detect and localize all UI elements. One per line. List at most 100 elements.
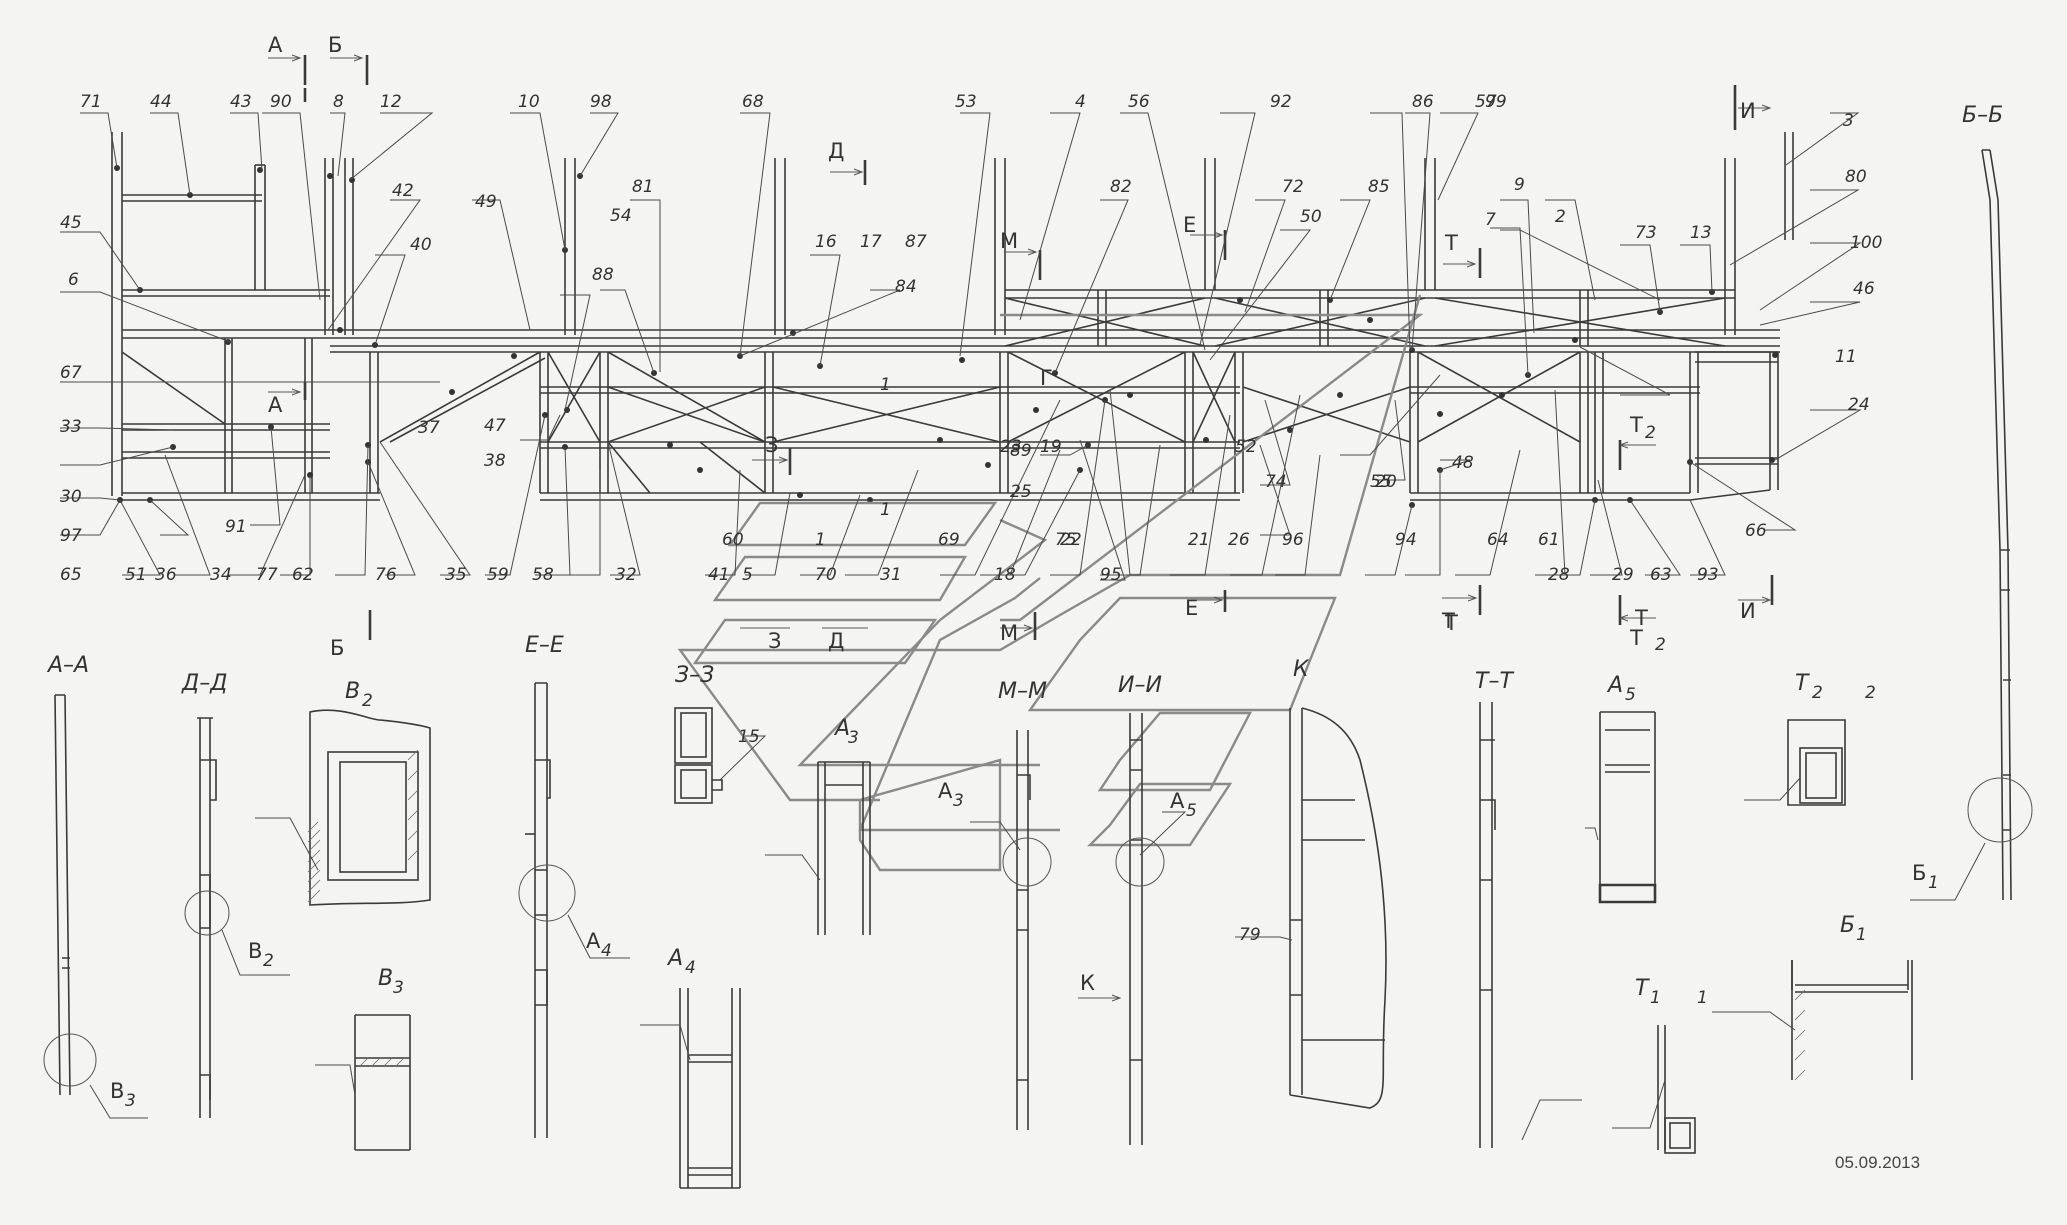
callout-90: 90 [270,92,292,112]
callout-42: 42 [392,181,414,201]
view-title-subscript: 1 [1650,988,1661,1008]
view-title-subscript: 5 [1625,685,1636,705]
callout-99: 99 [1485,92,1507,112]
callout-37: 37 [418,418,440,438]
callout-97: 97 [60,526,82,546]
callout-67: 67 [60,363,82,383]
callout-21: 21 [1188,530,1210,550]
view-title: А [1606,673,1623,698]
section-marker: Т [1634,606,1648,630]
view-title-subscript: 4 [685,958,696,978]
callout-9: 9 [1514,175,1525,195]
section-cut-lines [303,55,1774,640]
callout-18: 18 [994,565,1016,585]
drawing-date: 05.09.2013 [1835,1153,1920,1172]
view-title: Т–Т [1475,669,1514,694]
callout-16: 16 [815,232,837,252]
section-marker: З [765,433,778,457]
callout-57: 57 [1475,92,1497,112]
callout-leaders [60,112,1862,581]
callout-89: 89 [1010,441,1032,461]
callout-82: 82 [1110,177,1132,197]
view-title: А [833,716,850,741]
callout-54: 54 [610,206,632,226]
callout-23: 23 [1000,437,1022,457]
callout-68: 68 [742,92,764,112]
section-marker: Е [1185,596,1198,620]
callout-20: 20 [1375,472,1397,492]
detail-callout-label: Б [1912,861,1926,885]
section-marker-subscript: 1 [880,500,891,520]
callout-83: 83 [0,0,22,5]
callout-56: 56 [1128,92,1150,112]
section-marker: Т [1444,611,1458,635]
callout-12: 12 [380,92,402,112]
view-title-subscript: 2 [362,691,373,711]
callout-69: 69 [938,530,960,550]
callout-50: 50 [1300,207,1322,227]
callout-94: 94 [1395,530,1417,550]
callout-61: 61 [1538,530,1560,550]
callout-79: 79 [1239,925,1261,945]
callout-96: 96 [1282,530,1304,550]
view-M-M [1002,730,1052,1130]
callout-52: 52 [1235,437,1257,457]
detail-callout-subscript: 4 [601,941,612,961]
main-frame-elevation [111,132,1794,508]
view-T-T [1479,702,1496,1148]
callout-74: 74 [1265,472,1287,492]
callout-55: 55 [1370,472,1392,492]
callout-33: 33 [60,417,82,437]
callout-1: 1 [815,530,826,550]
callout-95: 95 [1100,565,1122,585]
section-marker: Е [1183,213,1196,237]
section-marker: К [1080,971,1095,995]
callout-77: 77 [256,565,278,585]
callout-19: 19 [1040,437,1062,457]
callout-38: 38 [484,451,506,471]
callout-41: 41 [708,565,730,585]
callout-3: 3 [1843,111,1854,131]
view-title: В [378,966,393,991]
callout-34: 34 [210,565,232,585]
section-marker-subscript: 2 [1645,423,1656,443]
section-marker: Д [828,629,844,653]
detail-callout-subscript: 1 [1928,873,1939,893]
callout-80: 80 [1845,167,1867,187]
view-title-subscript: 2 [1865,683,1876,703]
view-B1-detail [1791,960,1913,1081]
callout-58: 58 [532,565,554,585]
callout-70: 70 [815,565,837,585]
callout-47: 47 [484,416,506,436]
callout-10: 10 [518,92,540,112]
view-A5-detail [1598,711,1657,904]
callout-32: 32 [615,565,637,585]
callout-63: 63 [1650,565,1672,585]
callout-24: 24 [1848,395,1870,415]
view-I-I [1115,713,1165,1145]
view-A4-detail [679,988,741,1189]
callout-72: 72 [1282,177,1304,197]
callout-45: 45 [60,213,82,233]
callout-85: 85 [1368,177,1390,197]
view-B-B [1967,149,2033,901]
view-title-subscript: 1 [1856,925,1867,945]
callout-31: 31 [880,565,902,585]
section-marker: Б [330,636,344,660]
callout-98: 98 [590,92,612,112]
view-title-subscript: 3 [393,978,404,998]
callout-25: 25 [1010,482,1032,502]
callout-46: 46 [1853,279,1875,299]
callout-93: 93 [1697,565,1719,585]
callout-71: 71 [80,92,102,112]
view-A-A [43,694,97,1096]
callout-36: 36 [155,565,177,585]
frame-posts [111,132,1794,496]
callout-28: 28 [1548,565,1570,585]
section-marker: И [1740,99,1756,123]
view-title: В [345,679,360,704]
detail-callout-label: В [248,939,262,963]
view-title-subscript: 2 [1812,683,1823,703]
callout-91: 91 [225,517,247,537]
